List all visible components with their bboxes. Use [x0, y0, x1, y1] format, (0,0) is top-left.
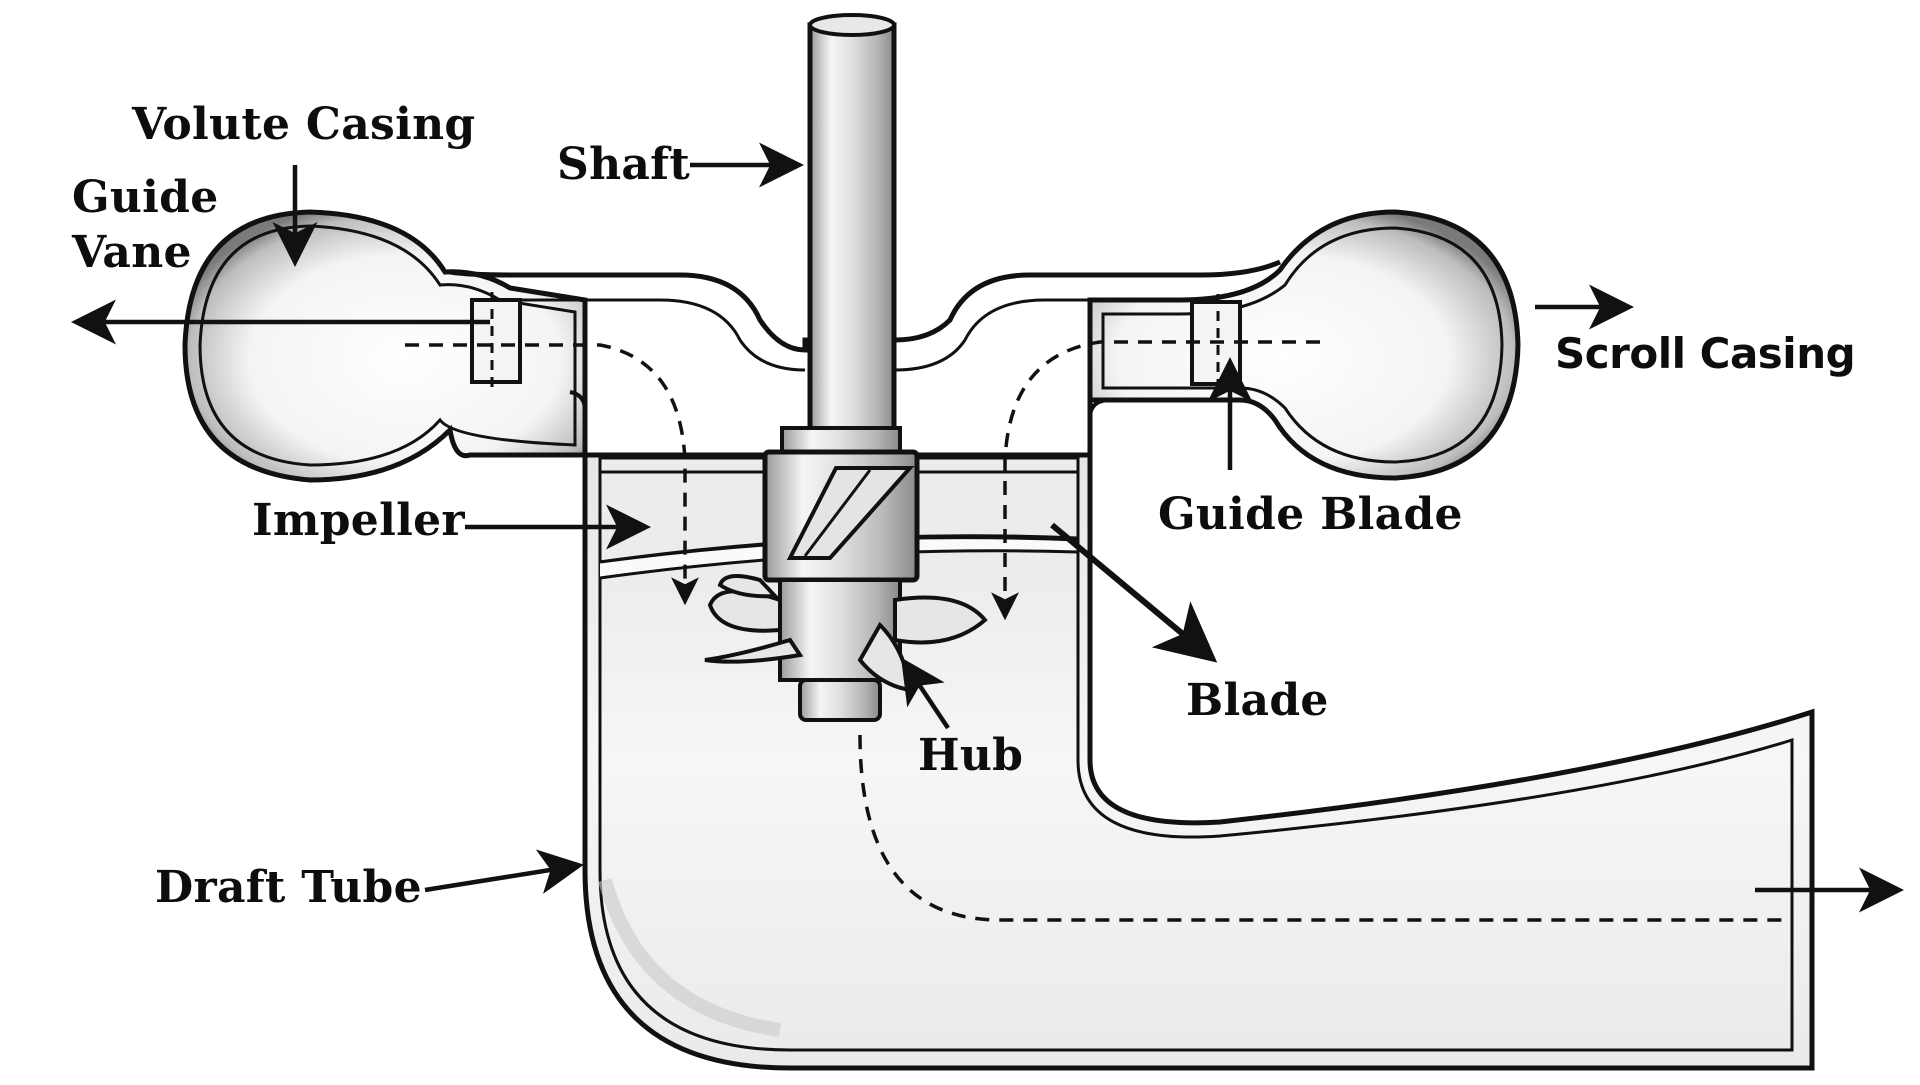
- label-impeller: Impeller: [252, 495, 465, 546]
- label-draft-tube: Draft Tube: [155, 862, 422, 913]
- hub: [762, 449, 920, 722]
- volute-casing-left: [182, 209, 588, 483]
- label-shaft: Shaft: [557, 139, 691, 190]
- label-arrows: [71, 142, 1904, 913]
- shaft: [780, 13, 902, 460]
- blade-arrow: [1050, 522, 1218, 663]
- runner-blades: [704, 574, 988, 693]
- label-blade: Blade: [1186, 675, 1329, 726]
- scroll-casing-right: [1087, 209, 1521, 481]
- label-guide-vane-line2: Vane: [72, 227, 192, 278]
- label-guide-blade: Guide Blade: [1158, 489, 1463, 540]
- draft-tube-arrow: [424, 849, 584, 894]
- label-volute-casing: Volute Casing: [132, 99, 476, 150]
- label-guide-vane-line1: Guide: [72, 172, 219, 223]
- label-hub: Hub: [918, 730, 1024, 781]
- label-scroll-casing: Scroll Casing: [1555, 329, 1856, 378]
- hub-arrow: [901, 657, 950, 730]
- flow-paths: [405, 340, 1790, 922]
- guide-vane-left: [470, 292, 522, 390]
